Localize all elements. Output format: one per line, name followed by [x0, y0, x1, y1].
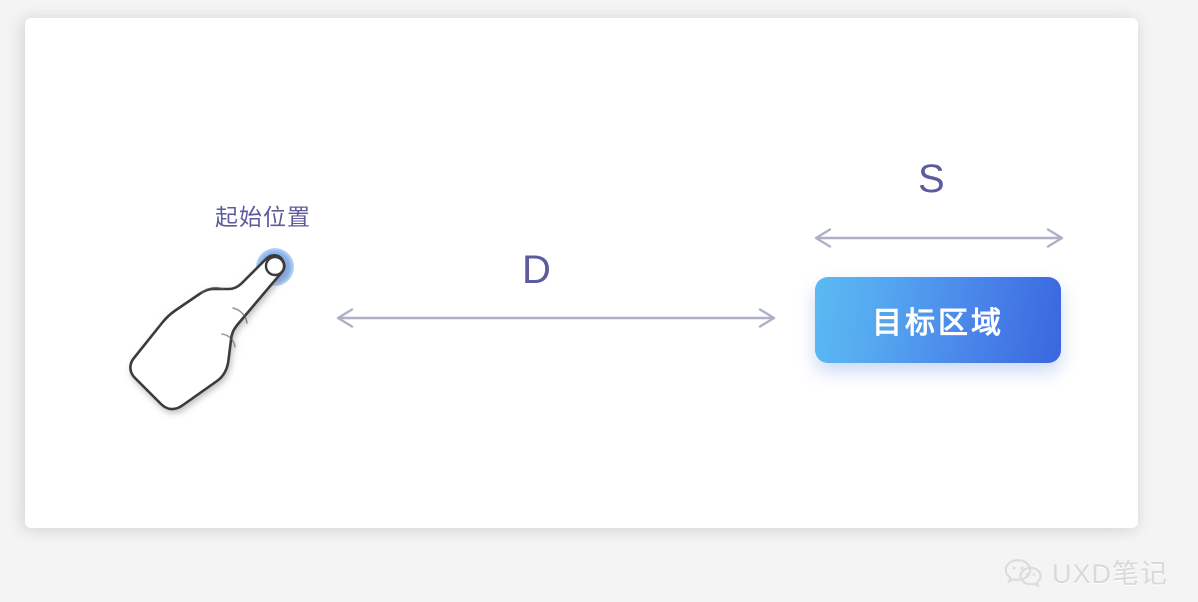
watermark-text: UXD笔记	[1052, 559, 1169, 589]
distance-double-arrow-icon	[336, 308, 776, 328]
distance-label: D	[522, 248, 551, 292]
target-area-label: 目标区域	[872, 307, 1004, 340]
target-area-button[interactable]: 目标区域	[815, 277, 1061, 363]
pointing-hand-illustration	[105, 230, 320, 430]
illustration-card: 起始位置 D	[25, 18, 1138, 528]
pointing-hand-icon	[129, 254, 286, 411]
start-position-label: 起始位置	[215, 204, 311, 230]
wechat-logo-icon	[1004, 558, 1042, 588]
size-label: S	[918, 157, 945, 201]
size-double-arrow-icon	[814, 228, 1064, 248]
watermark: UXD笔记	[1003, 552, 1168, 591]
